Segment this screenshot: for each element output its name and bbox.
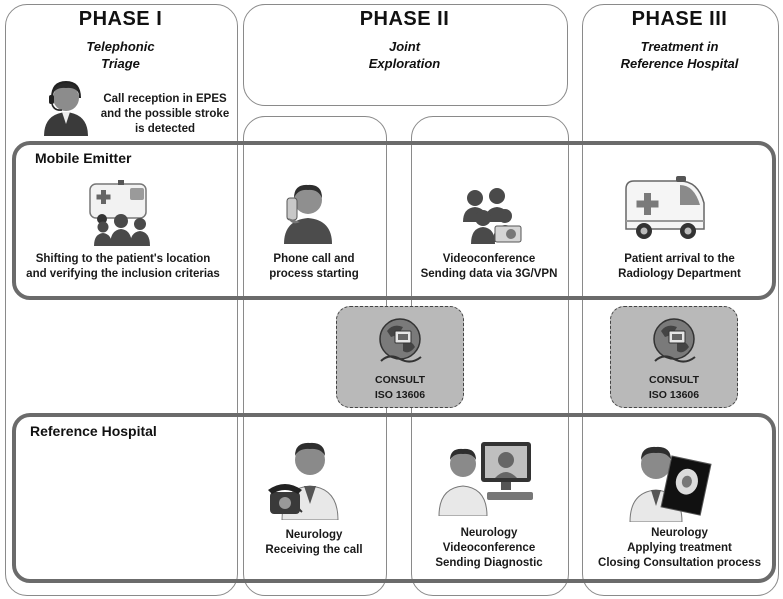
doctor-computer-icon (437, 432, 537, 517)
reference-hospital-title: Reference Hospital (30, 423, 157, 439)
phase-2-title: PHASE II (359, 8, 450, 30)
doctor-xray-icon (626, 430, 712, 523)
person-phone-icon (280, 178, 336, 244)
ambulance-team-icon (88, 178, 160, 246)
phase-2-header-box (243, 4, 568, 106)
ambulance-icon (620, 175, 708, 245)
phase-3-title: PHASE III (631, 8, 728, 30)
phase-1-column (5, 4, 238, 596)
reference-hospital-band (12, 413, 776, 583)
operator-headset-icon (40, 78, 92, 136)
phase-3-column (582, 4, 779, 596)
mobile-emitter-title: Mobile Emitter (35, 150, 132, 166)
doctor-phone-icon (268, 430, 344, 521)
mobile-emitter-band (12, 141, 776, 300)
phase-1-title: PHASE I (78, 8, 163, 30)
globe-network-icon (647, 313, 701, 367)
team-videoconference-icon (455, 176, 527, 246)
globe-network-icon (373, 313, 427, 367)
